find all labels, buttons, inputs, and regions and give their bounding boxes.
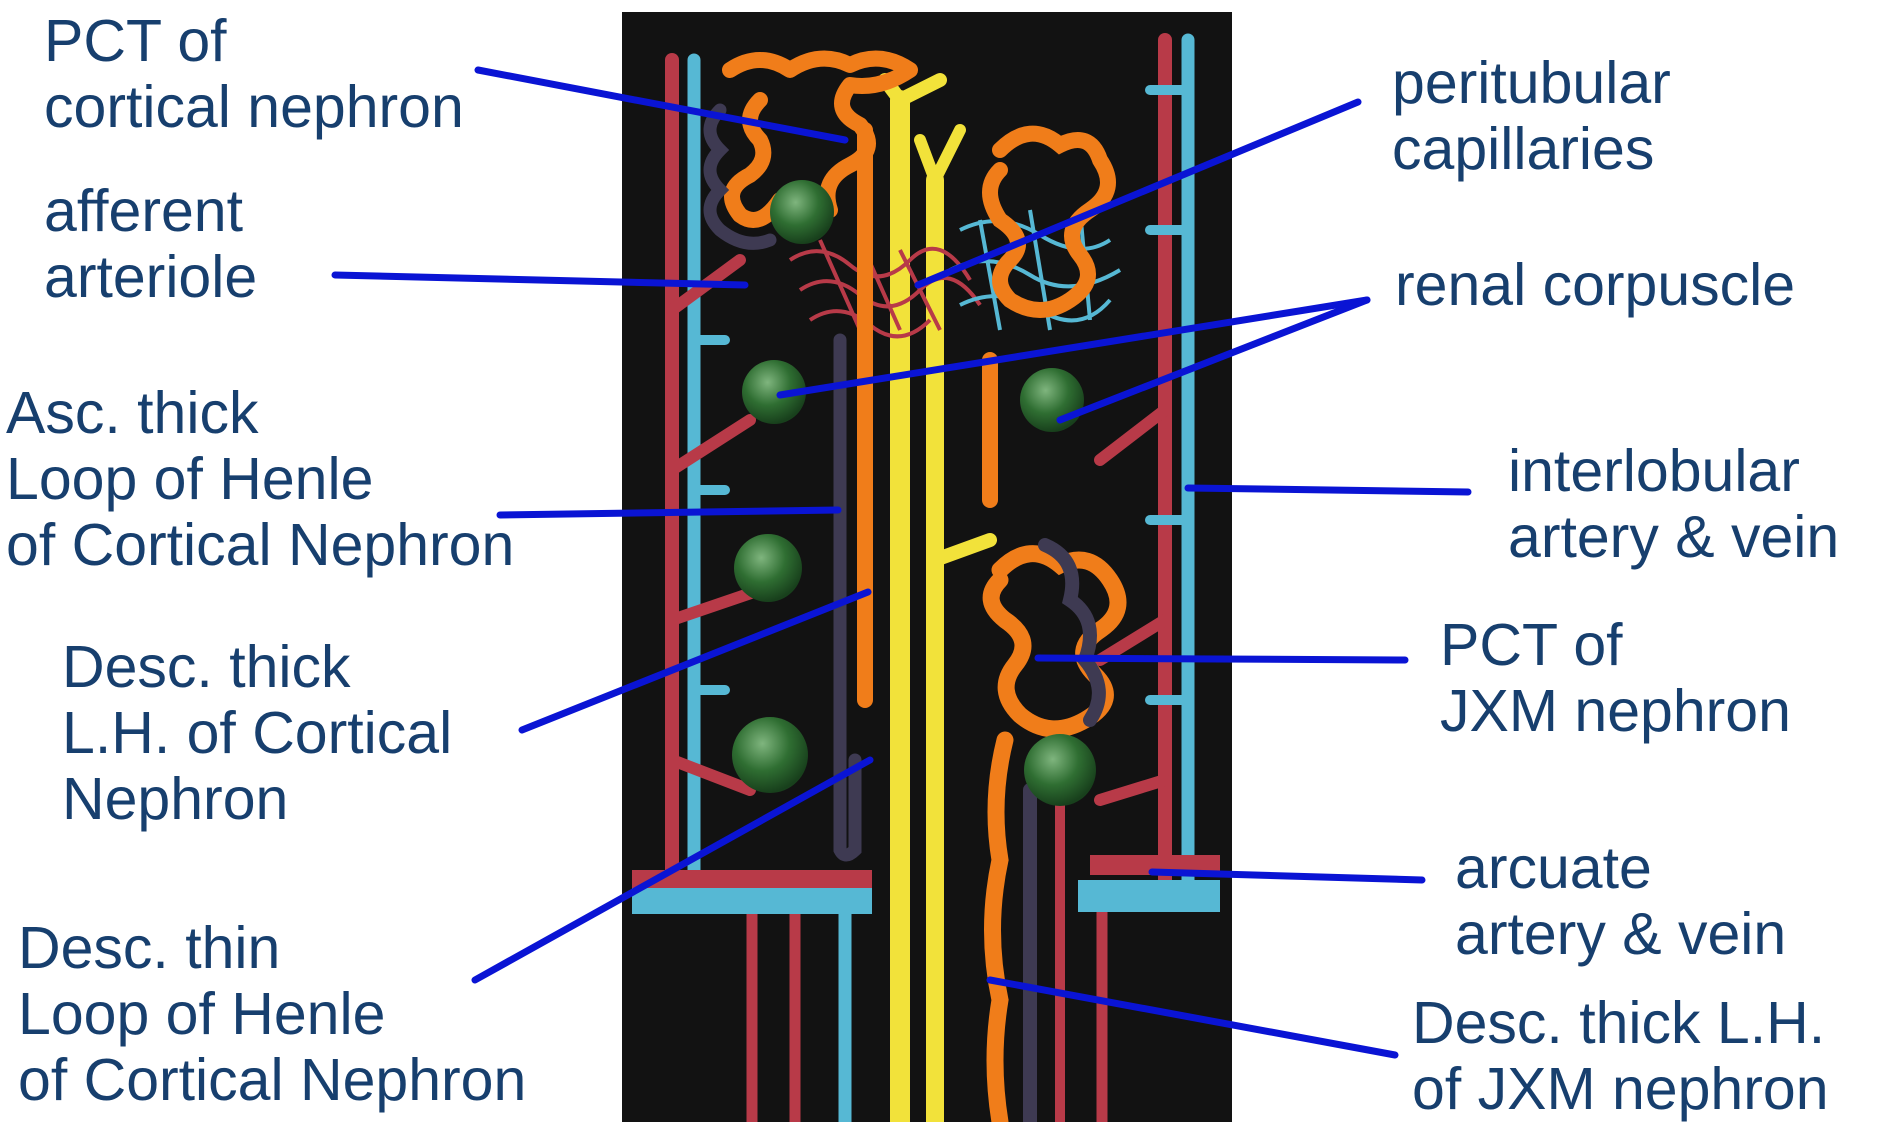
leader-asc-thick-loh: [500, 510, 838, 515]
label-pct-cortical-nephron: PCT of cortical nephron: [44, 8, 464, 140]
label-arcuate-artery-vein: arcuate artery & vein: [1455, 835, 1786, 967]
label-interlobular-artery-vein: interlobular artery & vein: [1508, 438, 1839, 570]
label-desc-thin-loop-of-henle: Desc. thin Loop of Henle of Cortical Nep…: [18, 915, 526, 1113]
leader-interlobular: [1188, 488, 1468, 492]
label-desc-thick-lh-cortical: Desc. thick L.H. of Cortical Nephron: [62, 634, 452, 832]
leader-pct-jxm: [1038, 658, 1405, 660]
label-asc-thick-loop-of-henle: Asc. thick Loop of Henle of Cortical Nep…: [6, 380, 514, 578]
label-desc-thick-lh-jxm: Desc. thick L.H. of JXM nephron: [1412, 990, 1829, 1122]
label-afferent-arteriole: afferent arteriole: [44, 178, 257, 310]
label-pct-jxm-nephron: PCT of JXM nephron: [1440, 612, 1791, 744]
label-renal-corpuscle: renal corpuscle: [1395, 252, 1795, 318]
label-peritubular-capillaries: peritubular capillaries: [1392, 50, 1671, 182]
